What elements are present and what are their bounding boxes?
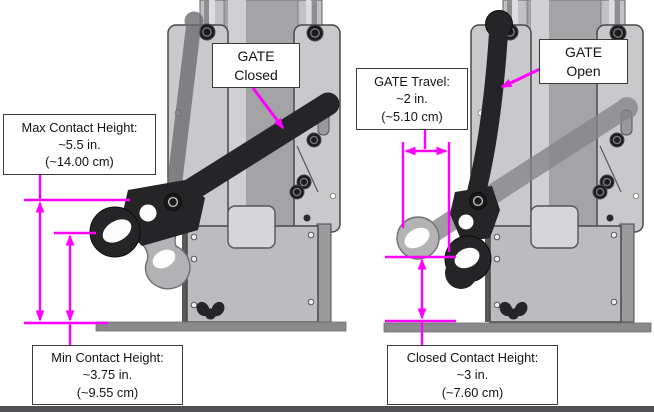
- gate-travel-cm: (~5.10 cm): [381, 108, 443, 124]
- right-pivot-screw: [469, 192, 487, 210]
- left-pivot-screw: [164, 193, 182, 211]
- gate-closed-line1: GATE: [237, 47, 275, 64]
- gate-closed-callout: GATE Closed: [212, 43, 300, 88]
- gate-open-callout: GATE Open: [539, 39, 628, 84]
- closed-contact-height-label: Closed Contact Height:: [406, 350, 539, 366]
- left-ghost-arm-open: [165, 11, 204, 205]
- gate-open-line2: Open: [566, 62, 601, 79]
- gate-open-leader-arrow: [500, 67, 541, 89]
- right-ground-bar: [383, 322, 652, 333]
- gate-travel-label: GATE Travel:: [374, 74, 450, 90]
- left-gate-arm-closed: [89, 92, 340, 258]
- right-ghost-eyelet: [396, 216, 440, 260]
- min-contact-height-inches: ~3.75 in.: [82, 367, 133, 383]
- max-contact-height-callout: Max Contact Height: ~5.5 in. (~14.00 cm): [3, 114, 156, 175]
- gate-closed-line2: Closed: [234, 66, 278, 83]
- gate-travel-callout: GATE Travel: ~2 in. (~5.10 cm): [356, 68, 468, 130]
- bottom-edge-bar: [0, 406, 654, 412]
- right-gate-arm-open: [444, 10, 513, 289]
- closed-contact-height-cm: (~7.60 cm): [441, 384, 504, 400]
- min-contact-height-callout: Min Contact Height: ~3.75 in. (~9.55 cm): [32, 345, 183, 405]
- max-contact-height-cm: (~14.00 cm): [45, 154, 114, 169]
- min-contact-height-cm: (~9.55 cm): [76, 384, 139, 400]
- gate-open-line1: GATE: [564, 43, 603, 60]
- max-contact-height-inches: ~5.5 in.: [58, 136, 101, 152]
- closed-contact-height-inches: ~3 in.: [456, 367, 489, 383]
- gate-closed-leader-arrow: [251, 87, 285, 130]
- left-ground-bar: [95, 321, 347, 332]
- dimension-annotations: [24, 67, 541, 345]
- min-contact-height-label: Min Contact Height:: [51, 350, 164, 366]
- right-machine: [383, 0, 652, 333]
- max-contact-height-label: Max Contact Height:: [21, 119, 138, 135]
- left-machine: [89, 0, 347, 332]
- closed-contact-height-callout: Closed Contact Height: ~3 in. (~7.60 cm): [387, 345, 558, 405]
- gate-travel-inches: ~2 in.: [396, 91, 428, 107]
